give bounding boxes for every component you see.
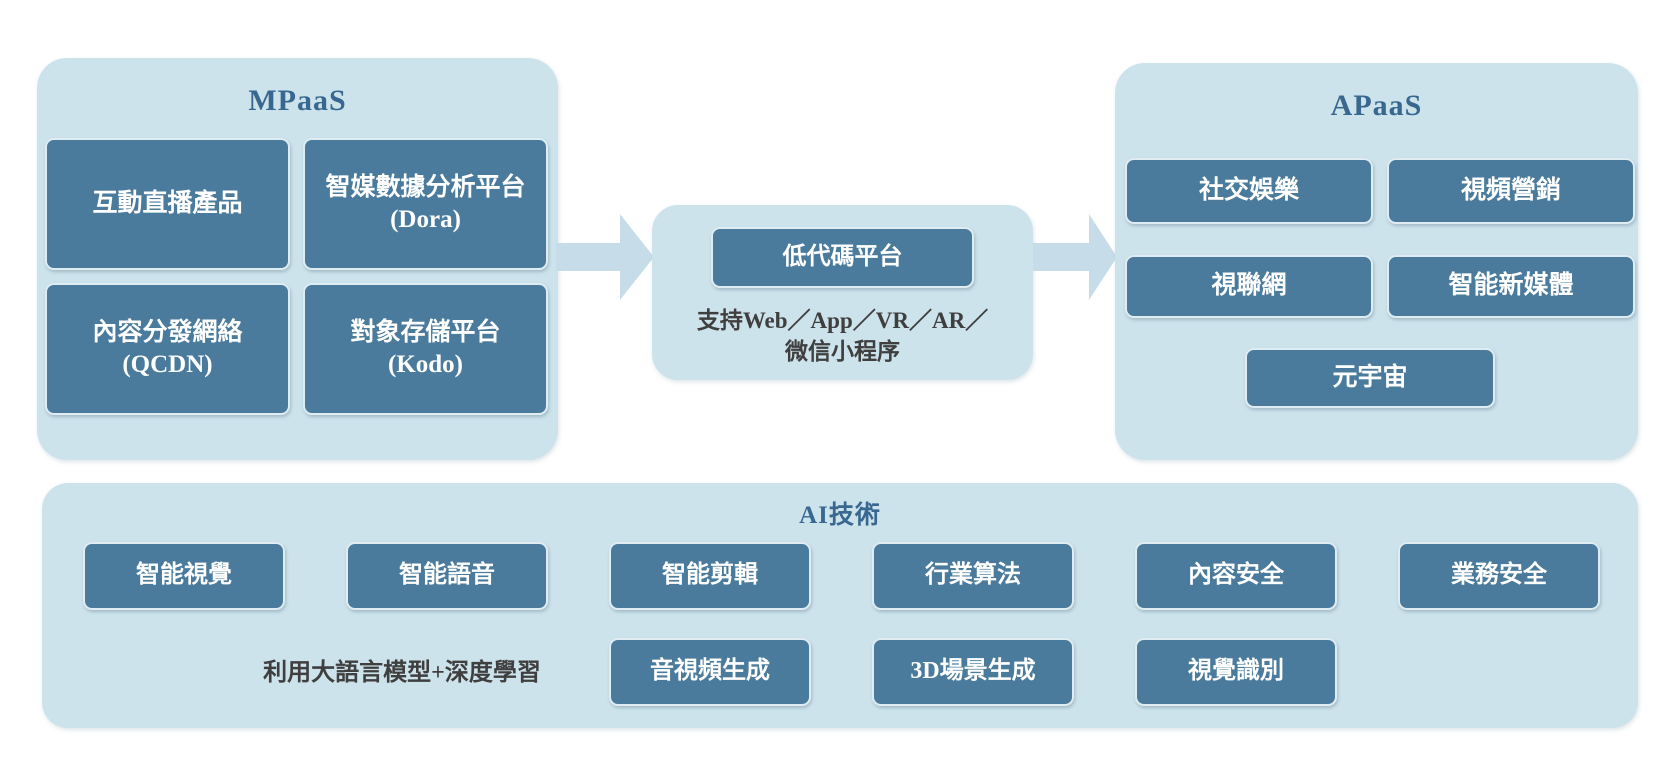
box-sublabel: (QCDN)	[122, 351, 213, 378]
apaas-box-video-network: 視聯網	[1125, 255, 1373, 318]
ai-box-smart-vision: 智能視覺	[83, 542, 285, 610]
box-label: 內容分發網絡	[92, 318, 243, 346]
lowcode-caption-line2: 微信小程序	[785, 339, 900, 365]
ai-panel: AI技術 智能視覺 智能語音 智能剪輯 行業算法 內容安全 業務安全 利用大語言…	[42, 483, 1638, 728]
box-label: 視覺識別	[1188, 658, 1284, 685]
mpaas-box-dora: 智媒數據分析平台 (Dora)	[303, 138, 548, 270]
box-sublabel: (Dora)	[390, 206, 461, 233]
lowcode-caption-line1: 支持Web／App／VR／AR／	[696, 308, 989, 333]
ai-box-industry-algorithms: 行業算法	[872, 542, 1074, 610]
apaas-box-smart-new-media: 智能新媒體	[1387, 255, 1635, 318]
box-label: 音視頻生成	[650, 658, 770, 685]
ai-box-business-security: 業務安全	[1398, 542, 1600, 610]
box-label: 智能新媒體	[1448, 272, 1574, 300]
apaas-box-social-entertainment: 社交娛樂	[1125, 158, 1373, 224]
box-label: 對象存儲平台	[350, 318, 501, 346]
box-label: 智能剪輯	[662, 562, 758, 589]
ai-box-smart-editing: 智能剪輯	[609, 542, 811, 610]
ai-title: AI技術	[799, 502, 881, 529]
lowcode-caption: 支持Web／App／VR／AR／ 微信小程序	[652, 305, 1033, 367]
box-label: 智媒數據分析平台	[325, 173, 526, 201]
mpaas-box-qcdn: 內容分發網絡 (QCDN)	[45, 283, 290, 415]
box-label: 行業算法	[925, 562, 1021, 589]
box-label: 互動直播產品	[92, 189, 243, 217]
ai-box-smart-voice: 智能語音	[346, 542, 548, 610]
lowcode-box: 低代碼平台	[711, 227, 974, 288]
box-label: 智能視覺	[136, 562, 232, 589]
mpaas-box-kodo: 對象存儲平台 (Kodo)	[303, 283, 548, 415]
box-label: 視聯網	[1211, 272, 1287, 300]
ai-box-content-security: 內容安全	[1135, 542, 1337, 610]
ai-box-av-generation: 音視頻生成	[609, 638, 811, 706]
ai-box-3d-scene-generation: 3D場景生成	[872, 638, 1074, 706]
ai-llm-caption: 利用大語言模型+深度學習	[263, 660, 541, 686]
mpaas-panel: MPaaS 互動直播產品 智媒數據分析平台 (Dora) 內容分發網絡 (QCD…	[37, 58, 558, 460]
box-label: 智能語音	[399, 562, 495, 589]
box-label: 社交娛樂	[1198, 176, 1299, 204]
box-label: 3D場景生成	[910, 658, 1036, 685]
apaas-panel: APaaS 社交娛樂 視頻營銷 視聯網 智能新媒體 元宇宙	[1115, 63, 1638, 460]
box-label: 業務安全	[1451, 562, 1547, 589]
box-label: 元宇宙	[1332, 363, 1408, 391]
box-sublabel: (Kodo)	[388, 351, 463, 378]
mpaas-box-interactive-live: 互動直播產品	[45, 138, 290, 270]
apaas-box-metaverse: 元宇宙	[1245, 348, 1495, 408]
apaas-title: APaaS	[1330, 89, 1423, 122]
lowcode-panel: 低代碼平台 支持Web／App／VR／AR／ 微信小程序	[652, 205, 1033, 380]
ai-box-visual-recognition: 視覺識別	[1135, 638, 1337, 706]
box-label: 視頻營銷	[1460, 176, 1561, 204]
box-label: 內容安全	[1188, 562, 1284, 589]
apaas-box-video-marketing: 視頻營銷	[1387, 158, 1635, 224]
box-label: 低代碼平台	[782, 243, 903, 270]
mpaas-title: MPaaS	[248, 84, 347, 117]
